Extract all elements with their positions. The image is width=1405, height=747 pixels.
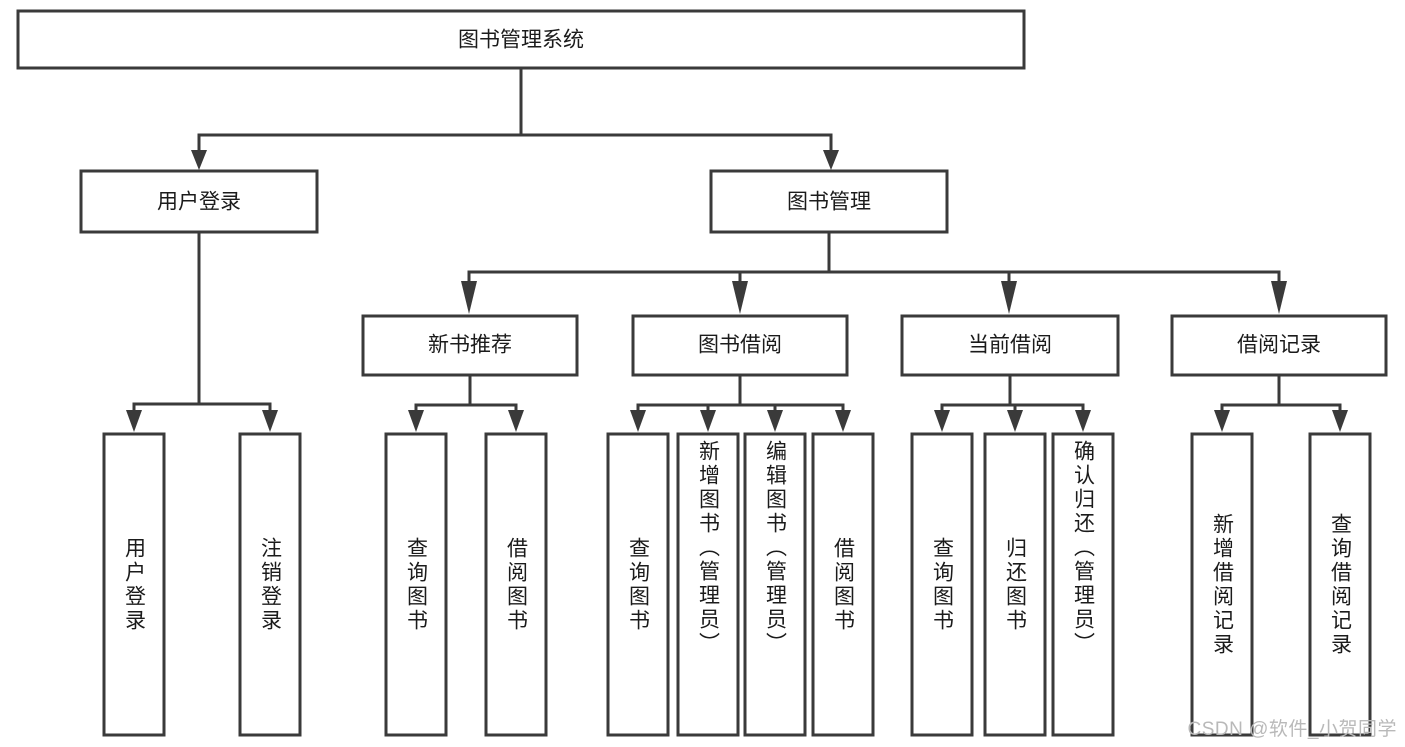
leaf-user-logout-rect[interactable] [238, 432, 302, 737]
connector-root-to-level2 [191, 66, 839, 170]
connector-user-login-to-leaves [126, 230, 278, 432]
arrow-head-icon [934, 410, 950, 432]
leaf-boxes-group [102, 432, 1372, 737]
leaf-user-login-rect[interactable] [102, 432, 166, 737]
arrow-head-icon [461, 281, 477, 314]
arrow-head-icon [835, 410, 851, 432]
node-new-book-recommend[interactable]: 新书推荐 [361, 314, 579, 377]
node-root[interactable]: 图书管理系统 [16, 9, 1026, 70]
connector-borrow-record-to-leaves [1214, 373, 1348, 432]
connector-current-borrow-to-leaves [934, 373, 1091, 432]
leaf-query-book-rec-rect[interactable] [384, 432, 448, 737]
connector-book-manage-to-level3 [461, 230, 1287, 314]
node-book-manage-label: 图书管理 [787, 191, 871, 214]
connector-new-book-recommend-to-leaves [408, 373, 524, 432]
node-new-book-recommend-label: 新书推荐 [428, 334, 512, 357]
arrow-head-icon [767, 410, 783, 432]
node-user-login-rect[interactable] [79, 169, 319, 234]
csdn-watermark: CSDN @软件_小贺同学 [1187, 719, 1397, 740]
arrow-head-icon [126, 410, 142, 432]
leaf-edit-book-rect[interactable] [743, 432, 807, 737]
leaf-add-book-rect[interactable] [676, 432, 740, 737]
node-book-borrow-label: 图书借阅 [698, 334, 782, 357]
leaf-query-book-borrow-rect[interactable] [606, 432, 670, 737]
node-user-login[interactable]: 用户登录 [79, 169, 319, 234]
leaf-add-record-rect[interactable] [1190, 432, 1254, 737]
arrow-head-icon [191, 150, 207, 170]
connector-book-borrow-to-leaves [630, 373, 851, 432]
node-borrow-record-label: 借阅记录 [1237, 334, 1321, 357]
leaf-borrow-book-rec-rect[interactable] [484, 432, 548, 737]
node-current-borrow-label: 当前借阅 [968, 334, 1052, 357]
node-user-login-label: 用户登录 [157, 191, 241, 214]
node-root-rect[interactable] [16, 9, 1026, 70]
leaf-borrow-book-rect[interactable] [811, 432, 875, 737]
arrow-head-icon [1075, 410, 1091, 432]
node-book-borrow[interactable]: 图书借阅 [631, 314, 849, 377]
node-root-label: 图书管理系统 [458, 29, 584, 52]
arrow-head-icon [1271, 281, 1287, 314]
leaf-query-book-cur-rect[interactable] [910, 432, 974, 737]
arrow-head-icon [700, 410, 716, 432]
arrow-head-icon [823, 150, 839, 170]
arrow-head-icon [1332, 410, 1348, 432]
arrow-head-icon [508, 410, 524, 432]
leaf-return-book-rect[interactable] [983, 432, 1047, 737]
arrow-head-icon [262, 410, 278, 432]
arrow-head-icon [408, 410, 424, 432]
arrow-head-icon [1007, 410, 1023, 432]
arrow-head-icon [1214, 410, 1230, 432]
node-current-borrow-rect[interactable] [900, 314, 1120, 377]
arrow-head-icon [732, 281, 748, 314]
node-book-manage[interactable]: 图书管理 [709, 169, 949, 234]
arrow-head-icon [1001, 281, 1017, 314]
node-current-borrow[interactable]: 当前借阅 [900, 314, 1120, 377]
node-borrow-record[interactable]: 借阅记录 [1170, 314, 1388, 377]
arrow-head-icon [630, 410, 646, 432]
leaf-confirm-return-rect[interactable] [1051, 432, 1115, 737]
node-new-book-recommend-rect[interactable] [361, 314, 579, 377]
leaf-query-record-rect[interactable] [1308, 432, 1372, 737]
